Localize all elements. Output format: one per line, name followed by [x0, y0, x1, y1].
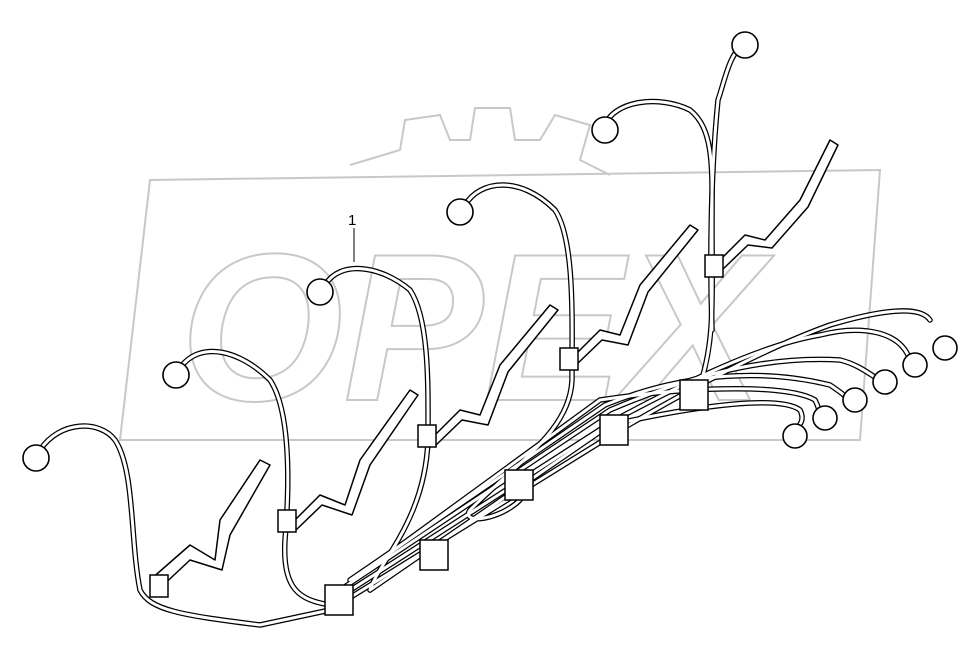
pipe-inner [323, 267, 430, 592]
pipe-inner [38, 424, 332, 627]
pipe-inner [368, 401, 804, 592]
nuts [22, 31, 958, 472]
pipe-inner [333, 328, 912, 602]
clamps [149, 254, 724, 616]
pipe-inner [709, 43, 747, 332]
brackets [149, 139, 839, 591]
pipe-inner [328, 309, 932, 612]
callout-label-1: 1 [348, 212, 357, 229]
pipe-inner [178, 350, 332, 607]
